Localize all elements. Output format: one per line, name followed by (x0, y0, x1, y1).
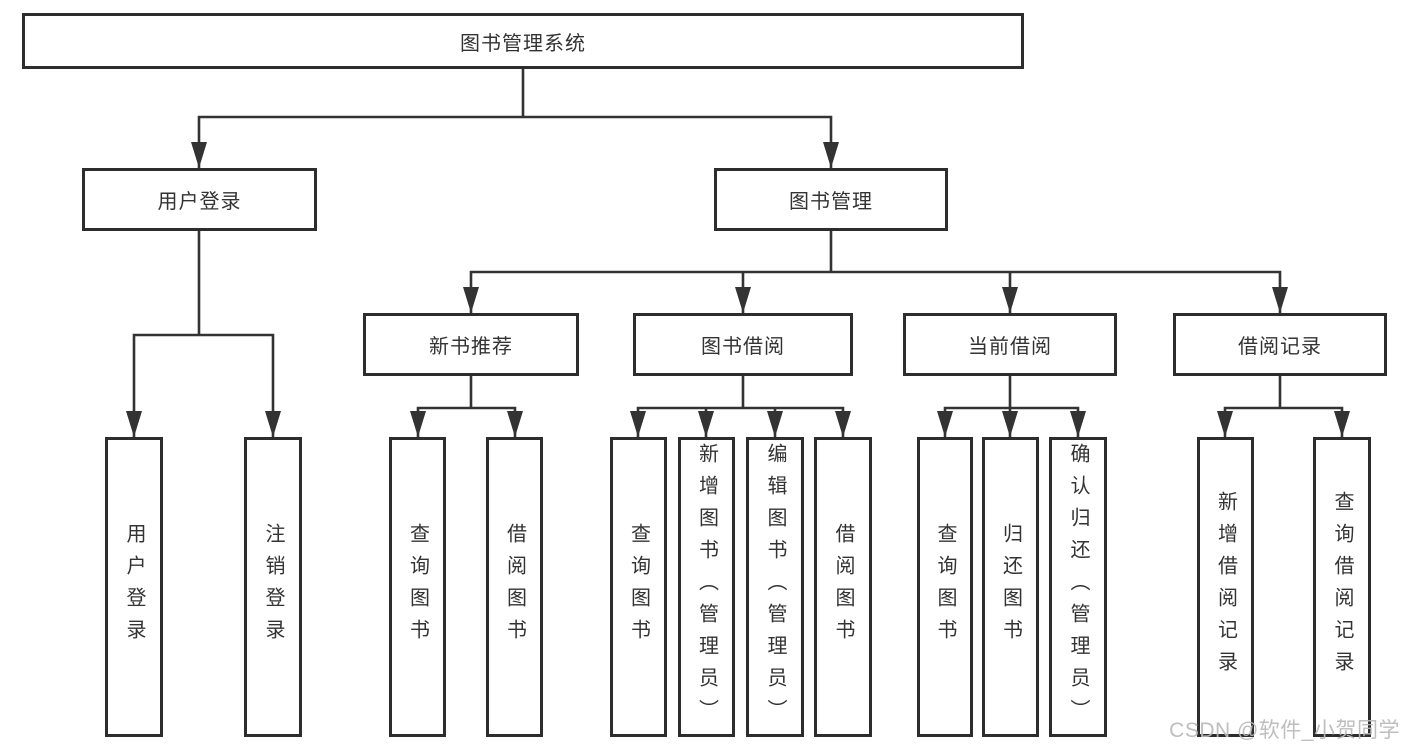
node-user-login-label: 用户登录 (157, 191, 242, 213)
arrowheads (126, 142, 1350, 437)
leaf-logout-label: 注销登录 (262, 523, 284, 651)
leaf-add-book-admin-label: 新增图书（管理员） (695, 443, 718, 731)
arrowhead (1272, 287, 1288, 313)
leaf-user-login: 用户登录 (105, 437, 163, 737)
arrowhead (1334, 411, 1350, 437)
leaf-add-borrow-record-label: 新增借阅记录 (1214, 491, 1237, 683)
leaf-return-book: 归还图书 (982, 437, 1039, 737)
watermark: CSDN @软件_小贺同学 (1169, 719, 1400, 742)
leaf-query-books-current: 查询图书 (917, 437, 973, 737)
arrowhead (698, 411, 714, 437)
leaf-borrow-books-recommend: 借阅图书 (486, 437, 543, 737)
node-user-login: 用户登录 (82, 168, 317, 231)
arrowhead (1002, 411, 1018, 437)
arrowhead (507, 411, 523, 437)
leaf-add-borrow-record: 新增借阅记录 (1197, 437, 1254, 737)
leaf-borrow-book: 借阅图书 (814, 437, 872, 737)
arrowhead (937, 411, 953, 437)
arrowhead (767, 411, 783, 437)
leaf-edit-book-admin: 编辑图书（管理员） (746, 437, 804, 737)
connector-root-to-level2 (197, 67, 833, 170)
connector-user-login-to-leaves (132, 229, 275, 439)
arrowhead (1070, 411, 1086, 437)
node-borrow-records-label: 借阅记录 (1238, 336, 1322, 358)
leaf-query-books-borrow-label: 查询图书 (627, 523, 650, 651)
leaf-edit-book-admin-label: 编辑图书（管理员） (764, 443, 786, 731)
leaf-add-book-admin: 新增图书（管理员） (678, 437, 735, 737)
leaf-query-books-recommend-label: 查询图书 (406, 523, 429, 651)
node-book-borrow-label: 图书借阅 (701, 336, 785, 358)
node-book-borrow: 图书借阅 (633, 313, 853, 376)
node-book-management: 图书管理 (714, 168, 948, 231)
arrowhead (410, 411, 426, 437)
arrowhead (735, 287, 751, 313)
arrowhead (835, 411, 851, 437)
leaf-query-books-recommend: 查询图书 (389, 437, 446, 737)
leaf-return-book-label: 归还图书 (999, 523, 1022, 651)
node-book-management-label: 图书管理 (789, 191, 873, 213)
node-current-borrow: 当前借阅 (903, 313, 1117, 376)
connector-book-management-to-level3 (469, 229, 1282, 315)
arrowhead (463, 287, 479, 313)
arrowhead (1002, 287, 1018, 313)
node-library-management-system: 图书管理系统 (22, 13, 1024, 69)
node-borrow-records: 借阅记录 (1173, 313, 1387, 376)
connector-borrow-records-to-leaves (1223, 374, 1344, 439)
arrowhead (265, 411, 281, 437)
arrowhead (630, 411, 646, 437)
leaf-user-login-label: 用户登录 (123, 523, 145, 651)
node-new-book-recommend-label: 新书推荐 (429, 336, 513, 358)
leaf-query-borrow-record: 查询借阅记录 (1313, 437, 1371, 737)
leaf-borrow-book-label: 借阅图书 (832, 523, 854, 651)
leaf-confirm-return-admin: 确认归还（管理员） (1049, 437, 1107, 737)
arrowhead (191, 142, 207, 168)
leaf-query-books-current-label: 查询图书 (934, 523, 956, 651)
node-library-management-system-label: 图书管理系统 (460, 32, 586, 55)
arrowhead (126, 411, 142, 437)
leaf-query-borrow-record-label: 查询借阅记录 (1331, 491, 1353, 683)
leaf-logout: 注销登录 (244, 437, 302, 737)
node-new-book-recommend: 新书推荐 (363, 313, 579, 376)
connector-book-borrow-to-leaves (636, 374, 845, 439)
connector-new-book-recommend-to-leaves (416, 374, 517, 439)
arrowhead (1217, 411, 1233, 437)
node-current-borrow-label: 当前借阅 (968, 336, 1052, 358)
leaf-borrow-books-recommend-label: 借阅图书 (503, 523, 526, 651)
arrowhead (823, 142, 839, 168)
leaf-confirm-return-admin-label: 确认归还（管理员） (1067, 443, 1089, 731)
leaf-query-books-borrow: 查询图书 (610, 437, 667, 737)
